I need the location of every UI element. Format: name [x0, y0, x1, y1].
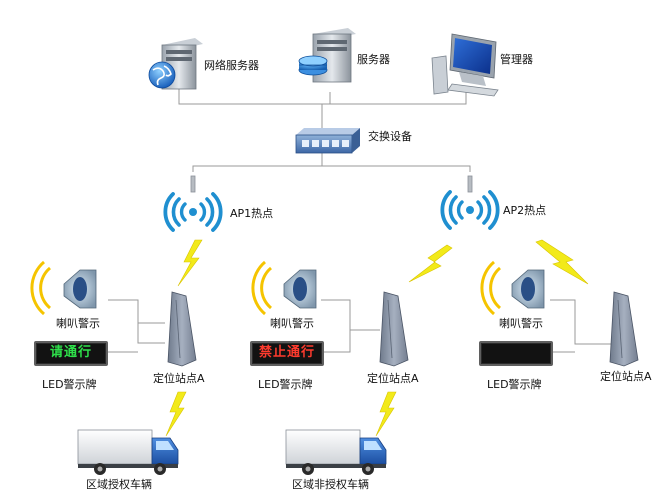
link-unit3 — [550, 299, 611, 353]
led-board-display: 请通行 — [34, 341, 108, 366]
locator-label: 定位站点A — [600, 370, 652, 383]
ap1-label: AP1热点 — [230, 207, 274, 220]
speaker-label: 喇叭警示 — [56, 317, 100, 330]
speaker-label: 喇叭警示 — [270, 317, 314, 330]
lightning-icon — [375, 391, 397, 437]
locator-station-icon — [167, 291, 197, 367]
server-icon — [298, 28, 356, 83]
ap1-wifi-icon — [163, 175, 223, 232]
vehicle-authorized-label: 区域授权车辆 — [86, 478, 152, 491]
ap2-wifi-icon — [440, 175, 500, 230]
link-unit1 — [108, 299, 165, 353]
led-board-label: LED警示牌 — [258, 378, 313, 391]
truck-icon — [77, 429, 179, 475]
led-board-label: LED警示牌 — [487, 378, 542, 391]
speaker-label: 喇叭警示 — [499, 317, 543, 330]
switch-label: 交换设备 — [368, 130, 412, 143]
speaker-icon — [251, 260, 317, 316]
manager-pc-icon — [431, 33, 499, 97]
led-board-display: 禁止通行 — [250, 341, 324, 366]
lightning-icon — [165, 391, 187, 437]
truck-icon — [285, 429, 387, 475]
wireless-bolts — [165, 239, 589, 437]
led-board-text: 禁止通行 — [258, 345, 315, 360]
led-board-text: 请通行 — [49, 345, 92, 360]
manager-label: 管理器 — [500, 53, 533, 66]
network-server-label: 网络服务器 — [204, 59, 259, 72]
network-server-icon — [148, 38, 203, 90]
speaker-icon — [30, 260, 97, 316]
connector-lines — [108, 88, 611, 353]
speaker-icon — [480, 260, 545, 316]
led-board-label: LED警示牌 — [42, 378, 97, 391]
locator-label: 定位站点A — [153, 372, 205, 385]
locator-station-icon — [379, 291, 409, 367]
lightning-icon — [177, 239, 203, 287]
switch-icon — [295, 128, 360, 154]
vehicle-unauthorized-label: 区域非授权车辆 — [292, 478, 369, 491]
led-board-display — [479, 341, 553, 366]
lightning-icon — [408, 244, 453, 283]
ap2-label: AP2热点 — [503, 204, 547, 217]
locator-label: 定位站点A — [367, 372, 419, 385]
link-unit2 — [321, 299, 380, 353]
server-label: 服务器 — [357, 53, 390, 66]
link-switch-aps — [192, 153, 471, 172]
link-servers-bus — [178, 88, 467, 105]
lightning-icon — [535, 239, 589, 285]
locator-station-icon — [609, 291, 639, 367]
